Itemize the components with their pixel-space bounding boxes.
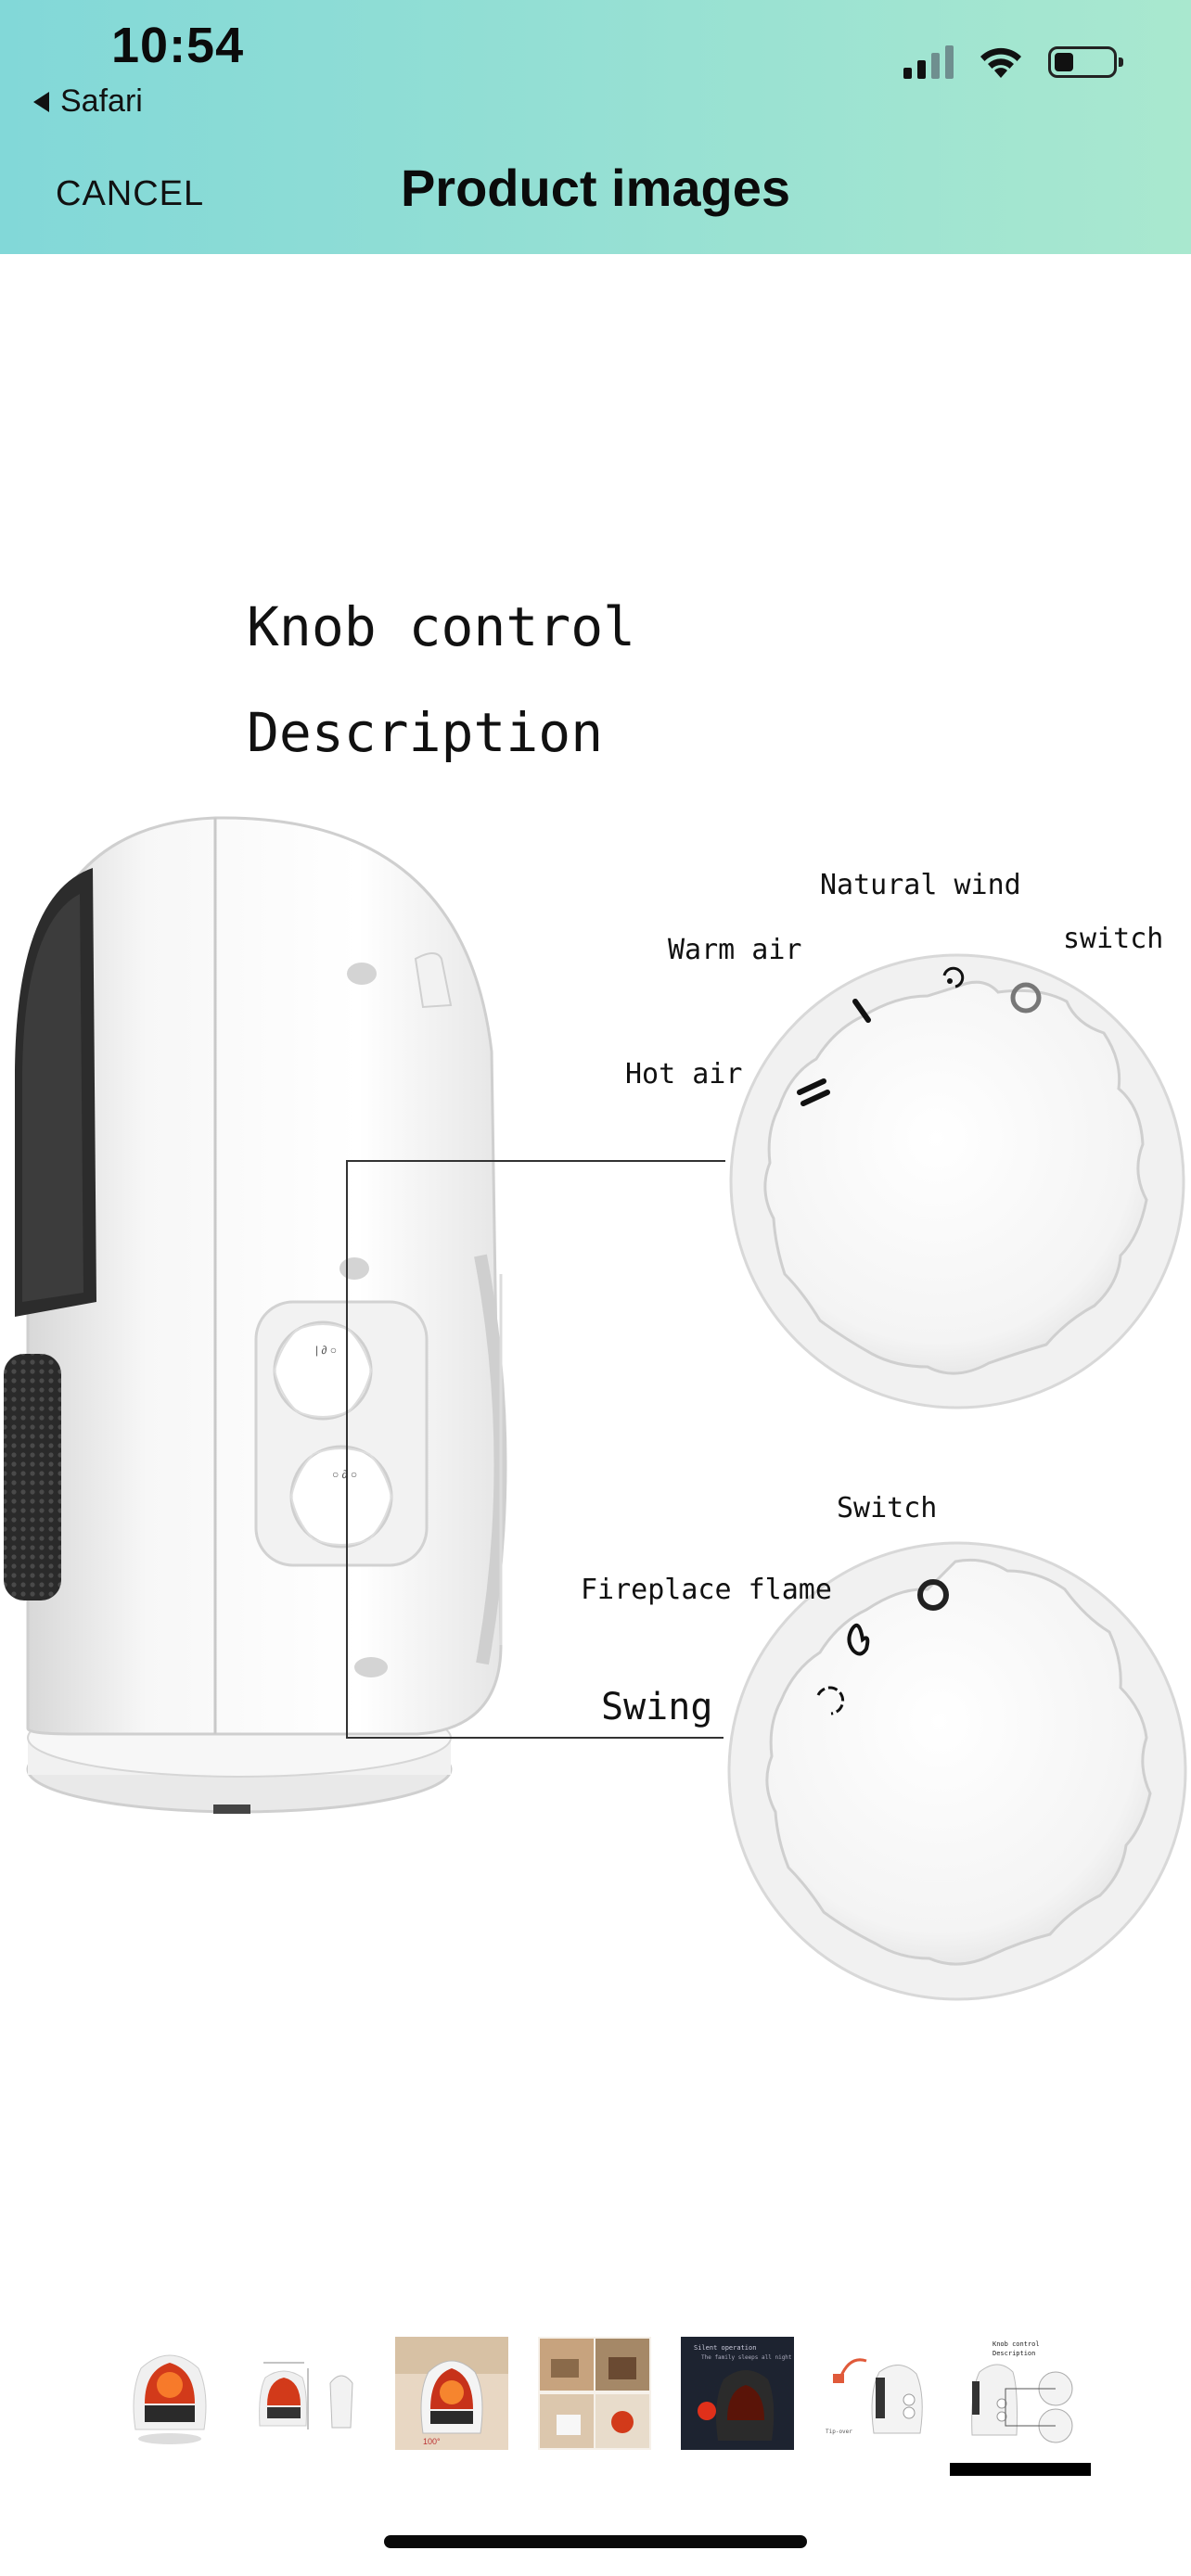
thumbnail-3[interactable]: 100° [395, 2337, 508, 2450]
label-fireplace-flame: Fireplace flame [581, 1574, 832, 1606]
thumbnail-2[interactable] [252, 2337, 365, 2450]
selected-thumbnail-indicator [950, 2463, 1091, 2476]
label-swing: Swing [601, 1686, 712, 1728]
svg-text:Silent operation: Silent operation [694, 2344, 756, 2352]
page-title: Product images [400, 159, 791, 217]
label-natural-wind: Natural wind [820, 869, 1021, 901]
bottom-knob-dial: Switch Fireplace flame Swing [581, 1492, 1187, 2001]
svg-text:Tip-over: Tip-over [826, 2429, 852, 2435]
connector-lines [346, 1160, 725, 1739]
top-knob-dial: Natural wind switch Warm air Hot air [625, 869, 1185, 1409]
back-app-label: Safari [60, 83, 143, 119]
cellular-signal-icon [903, 45, 954, 79]
status-icons [903, 45, 1123, 80]
svg-text:100°: 100° [423, 2437, 441, 2446]
svg-text:Description: Description [992, 2350, 1035, 2357]
thumbnail-strip: 100° Silent operation The family sleeps … [0, 2327, 1191, 2476]
product-image-main[interactable]: Knob control Description [0, 254, 1191, 2294]
thumbnail-1[interactable] [113, 2337, 226, 2450]
label-hot-air: Hot air [625, 1058, 742, 1090]
heater-illustration: | ∂ ○ ○ ∂ ○ [4, 816, 507, 1814]
label-switch-bottom: Switch [837, 1492, 937, 1524]
label-warm-air: Warm air [668, 934, 802, 966]
back-triangle-icon [33, 91, 49, 112]
thumbnail-5[interactable]: Silent operation The family sleeps all n… [681, 2337, 794, 2450]
thumbnail-7[interactable]: Knob control Description [965, 2337, 1078, 2450]
svg-text:○ ∂ ○: ○ ∂ ○ [332, 1468, 357, 1481]
home-indicator[interactable] [384, 2535, 807, 2548]
status-time: 10:54 [111, 18, 245, 73]
svg-text:The family sleeps all night: The family sleeps all night [701, 2354, 792, 2361]
thumbnail-4[interactable] [538, 2337, 651, 2450]
svg-text:Knob control: Knob control [992, 2340, 1040, 2348]
label-switch-top: switch [1063, 923, 1163, 955]
thumbnail-6[interactable]: Tip-over [822, 2337, 935, 2450]
heading-description: Description [247, 701, 603, 764]
back-to-safari-link[interactable]: Safari [33, 83, 143, 120]
battery-icon [1048, 46, 1123, 78]
wifi-icon [980, 47, 1021, 78]
header: 10:54 Safari CANCEL Product images [0, 0, 1191, 254]
heading-knob-control: Knob control [247, 595, 635, 658]
svg-text:| ∂ ○: | ∂ ○ [315, 1344, 337, 1357]
cancel-button[interactable]: CANCEL [56, 174, 205, 213]
